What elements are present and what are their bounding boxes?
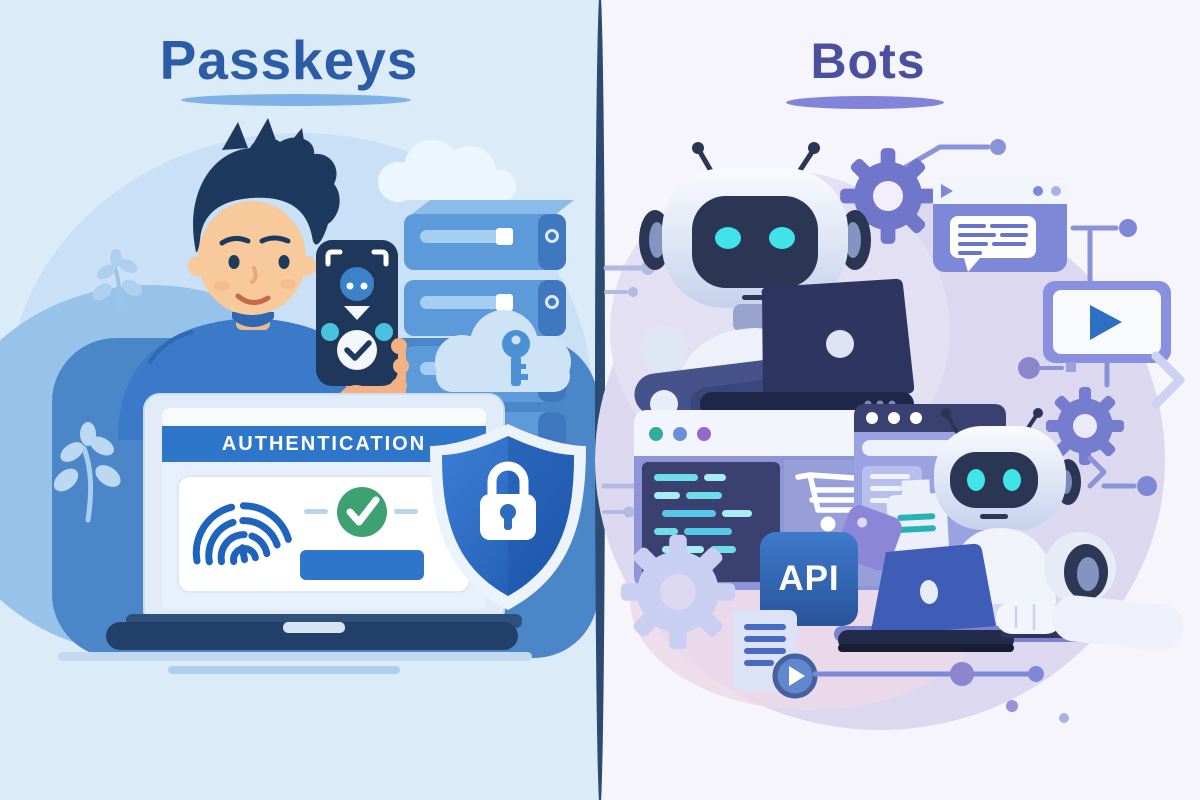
robot-eye [715,227,741,249]
divider-dash [394,509,418,514]
robot-mouth [980,514,1008,519]
play-icon [1090,305,1122,340]
scan-frame-icon [325,249,389,267]
face-avatar-icon [340,267,374,320]
eyebrow [259,235,291,244]
leaf-plant-icon [92,249,143,320]
window-titlebar [634,410,906,456]
circuit-node [990,139,1006,155]
robot-visor [692,196,818,288]
eye [278,255,290,269]
chat-window-icon [933,178,1067,272]
robot-arm-small [996,595,1184,651]
api-badge [760,532,858,626]
leaf-plant-icon [53,422,121,523]
bots-title: Bots [810,33,926,89]
fingerprint-icon [192,502,294,566]
robot-hand [996,602,1062,634]
bots-title-underline [786,96,944,109]
check-circle-icon [337,487,387,537]
password-button [300,550,424,580]
robot-visor [950,452,1038,508]
padlock-icon [480,461,536,540]
divider-dash [304,509,328,514]
window-dot [649,427,663,441]
laptop-base [106,614,522,650]
passkeys-title-underline [181,94,411,106]
robot-icon-small [934,408,1116,604]
robot-eye [967,469,985,491]
panel-divider [595,0,605,800]
video-player-icon [1043,281,1171,363]
laptop-shadow [58,652,532,661]
eyebrow [219,235,251,246]
eye [228,255,240,269]
server-unit [404,214,566,270]
circuit-node-icon [1018,357,1110,388]
auth-header-label: AUTHENTICATION [221,433,427,455]
robot-eye [769,227,795,249]
scan-dot [375,323,393,341]
smartphone-face-scan-icon [316,240,409,408]
circuit-node-icon [812,662,1069,723]
laptop-icon [143,393,505,627]
gear-icon [620,534,736,650]
face-id-check-icon [337,330,377,370]
robot-eye [1003,469,1021,491]
cloud-icon [378,140,516,202]
gear-icon [1046,387,1124,465]
window-dot [697,427,711,441]
cloud-key-icon [435,310,571,392]
smile [235,293,271,305]
gear-icon [840,148,936,244]
passkeys-title: Passkeys [159,29,419,91]
api-badge-label: API [778,559,840,598]
browser-chrome [162,408,486,426]
shield-lock-icon [430,424,586,610]
robot-laptop-small [838,543,1014,652]
window-dot [866,412,878,424]
ground-line [168,666,400,674]
circuit-node-icon [1070,219,1137,284]
window-dot [888,412,900,424]
chat-bubble-icon [950,216,1036,272]
window-dot [673,427,687,441]
scan-dot [321,323,339,341]
chevron-icon [1151,351,1185,409]
key-icon [502,330,530,386]
circuit-node-icon [1087,455,1157,496]
window-dot [910,412,922,424]
play-button-icon [772,653,818,699]
code-line [654,474,752,571]
